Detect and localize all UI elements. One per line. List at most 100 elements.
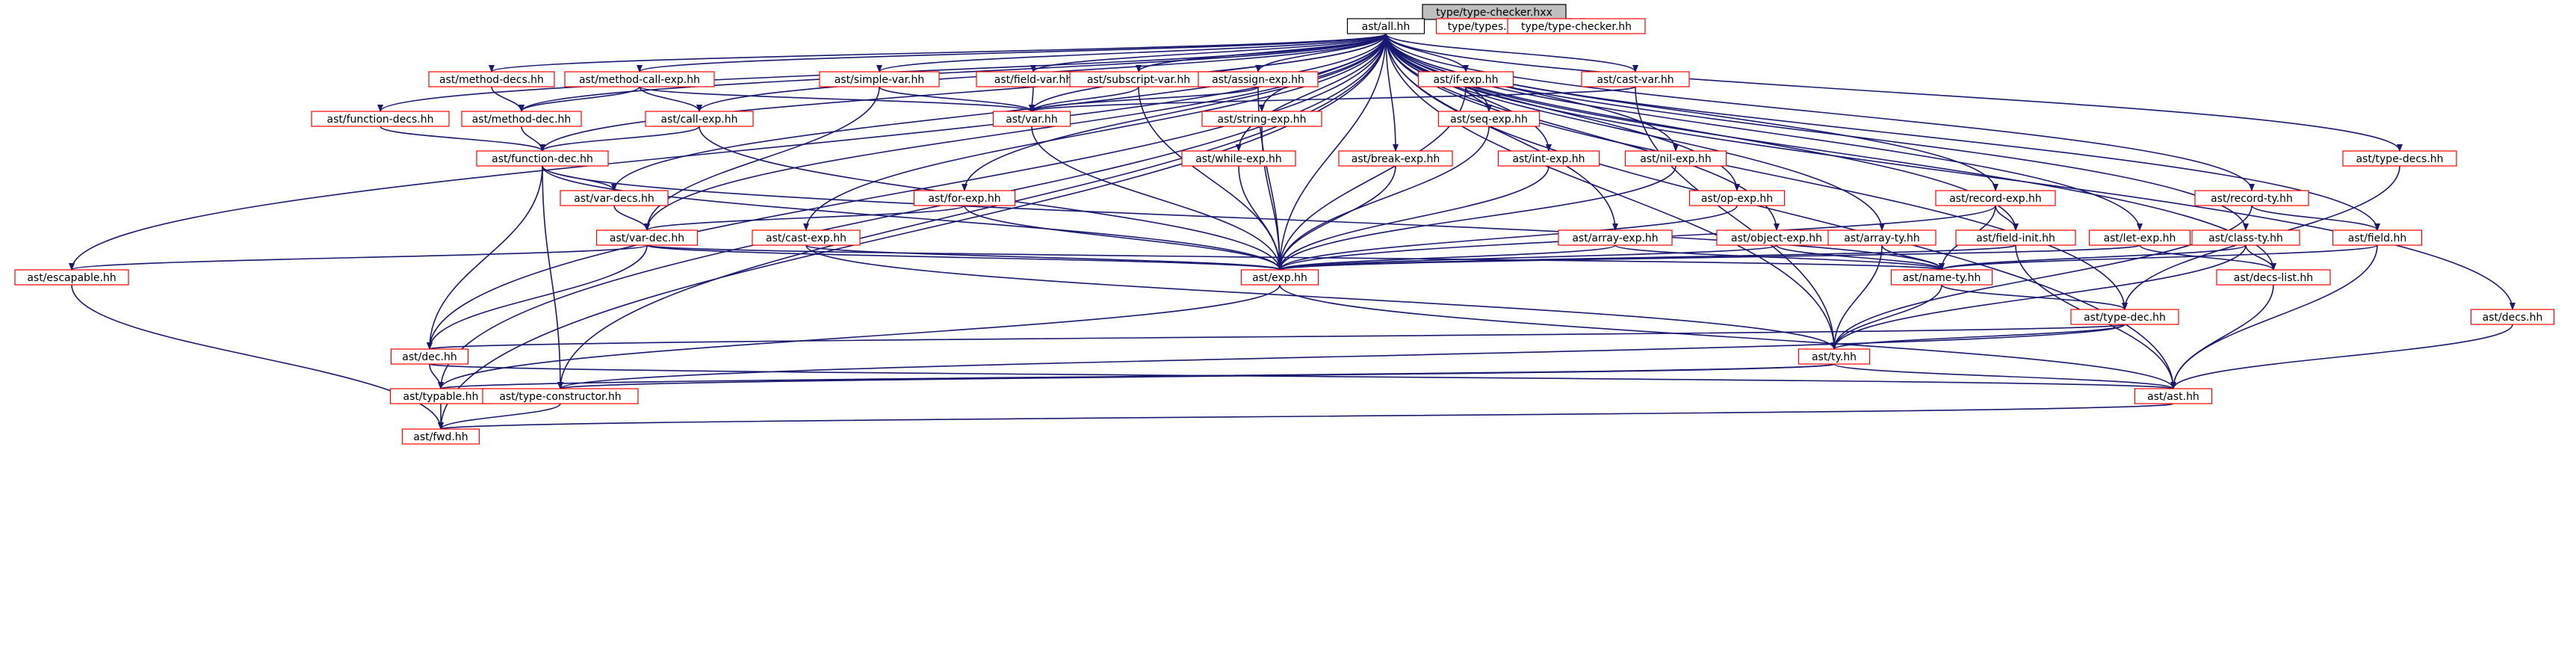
node-box <box>2216 269 2331 286</box>
node-type-constructor[interactable]: ast/type-constructor.hh <box>482 388 639 404</box>
node-type-decs[interactable]: ast/type-decs.hh <box>2342 150 2457 167</box>
edge-call_exp-to-function_dec <box>539 126 700 152</box>
node-var[interactable]: ast/var.hh <box>992 111 1071 127</box>
edge-function_dec-to-dec <box>427 165 543 350</box>
node-decs[interactable]: ast/decs.hh <box>2470 309 2555 325</box>
node-label: ast/op-exp.hh <box>1701 193 1773 205</box>
edge-cast_exp-to-exp <box>805 244 1283 271</box>
node-cast-var[interactable]: ast/cast-var.hh <box>1581 71 1690 87</box>
edge-assign_exp-to-var <box>1029 86 1259 112</box>
node-box <box>1198 71 1319 87</box>
node-box <box>1346 18 1425 34</box>
node-method-call-exp[interactable]: ast/method-call-exp.hh <box>564 71 715 87</box>
node-call-exp[interactable]: ast/call-exp.hh <box>645 111 754 127</box>
edge-class_ty-to-decs_list <box>2245 244 2276 271</box>
node-box <box>482 388 639 404</box>
node-name-ty[interactable]: ast/name-ty.hh <box>1890 269 1993 286</box>
node-field-init[interactable]: ast/field-init.hh <box>1955 229 2076 246</box>
node-label: ast/all.hh <box>1362 21 1411 33</box>
node-op-exp[interactable]: ast/op-exp.hh <box>1688 190 1786 206</box>
node-label: ast/while-exp.hh <box>1195 153 1282 165</box>
edge-decs_list-to-ast <box>2170 284 2274 389</box>
node-box <box>1827 229 1936 246</box>
node-string-exp[interactable]: ast/string-exp.hh <box>1201 111 1322 127</box>
edge-field-to-name_ty <box>1939 244 2378 271</box>
node-label: ast/nil-exp.hh <box>1640 153 1712 165</box>
edge-cast_var-to-var <box>1029 86 1636 112</box>
edge-var_dec-to-exp <box>646 244 1283 271</box>
node-record-ty[interactable]: ast/record-ty.hh <box>2194 190 2309 206</box>
node-let-exp[interactable]: ast/let-exp.hh <box>2088 229 2191 246</box>
node-type-checker-hh[interactable]: type/type-checker.hh <box>1507 18 1646 34</box>
node-typable[interactable]: ast/typable.hh <box>389 388 492 404</box>
node-box <box>1437 111 1541 127</box>
node-box <box>2088 229 2191 246</box>
node-int-exp[interactable]: ast/int-exp.hh <box>1497 150 1600 167</box>
node-array-ty[interactable]: ast/array-ty.hh <box>1827 229 1936 246</box>
node-label: ast/record-ty.hh <box>2211 193 2293 205</box>
edge-ty-to-type_constructor <box>558 363 1835 389</box>
node-label: ast/string-exp.hh <box>1217 114 1306 126</box>
node-if-exp[interactable]: ast/if-exp.hh <box>1417 71 1514 87</box>
node-decs-list[interactable]: ast/decs-list.hh <box>2216 269 2331 286</box>
node-function-decs[interactable]: ast/function-decs.hh <box>311 111 450 127</box>
edge-all-to-type_decs <box>1385 33 2403 152</box>
node-label: ast/subscript-var.hh <box>1087 74 1190 86</box>
node-record-exp[interactable]: ast/record-exp.hh <box>1935 190 2056 206</box>
node-assign-exp[interactable]: ast/assign-exp.hh <box>1198 71 1319 87</box>
node-box <box>1798 348 1871 365</box>
edge-object_exp-to-exp <box>1277 244 1777 271</box>
node-type-dec[interactable]: ast/type-dec.hh <box>2070 309 2179 325</box>
node-ty[interactable]: ast/ty.hh <box>1798 348 1871 365</box>
edge-type_dec-to-type_constructor <box>557 324 2125 389</box>
node-cast-exp[interactable]: ast/cast-exp.hh <box>752 229 861 246</box>
node-label: ast/ast.hh <box>2147 391 2199 403</box>
node-break-exp[interactable]: ast/break-exp.hh <box>1338 150 1453 167</box>
node-function-dec[interactable]: ast/function-dec.hh <box>476 150 609 167</box>
node-escapable[interactable]: ast/escapable.hh <box>14 269 129 286</box>
node-var-dec[interactable]: ast/var-dec.hh <box>595 229 699 246</box>
node-for-exp[interactable]: ast/for-exp.hh <box>913 190 1016 206</box>
edge-subscript_var-to-var <box>1029 86 1139 112</box>
node-box <box>1955 229 2076 246</box>
node-field[interactable]: ast/field.hh <box>2332 229 2423 246</box>
node-box <box>595 229 699 246</box>
node-method-dec[interactable]: ast/method-dec.hh <box>461 111 582 127</box>
node-nil-exp[interactable]: ast/nil-exp.hh <box>1624 150 1727 167</box>
node-method-decs[interactable]: ast/method-decs.hh <box>428 71 555 87</box>
edge-all-to-method_call_exp <box>637 33 1387 73</box>
node-fwd[interactable]: ast/fwd.hh <box>401 428 480 445</box>
edge-array_exp-to-name_ty <box>1614 244 1945 271</box>
node-dec[interactable]: ast/dec.hh <box>390 348 469 365</box>
node-class-ty[interactable]: ast/class-ty.hh <box>2191 229 2300 246</box>
node-label: ast/ty.hh <box>1812 351 1857 363</box>
edge-function_decs-to-function_dec <box>380 126 545 152</box>
edge-method_dec-to-function_dec <box>521 126 545 152</box>
node-exp[interactable]: ast/exp.hh <box>1240 269 1319 286</box>
edge-exp-to-typable <box>438 284 1281 389</box>
edge-function_dec-to-name_ty <box>542 165 1945 271</box>
node-ast[interactable]: ast/ast.hh <box>2134 388 2213 404</box>
edge-field-to-ast <box>2170 244 2378 389</box>
node-box <box>476 150 609 167</box>
node-object-exp[interactable]: ast/object-exp.hh <box>1716 229 1837 246</box>
node-label: ast/int-exp.hh <box>1512 153 1585 165</box>
edge-array_exp-to-exp <box>1277 244 1616 271</box>
node-var-decs[interactable]: ast/var-decs.hh <box>560 190 669 206</box>
node-subscript-var[interactable]: ast/subscript-var.hh <box>1069 71 1208 87</box>
edge-cast_var-to-ty <box>1635 86 1837 350</box>
node-box <box>2470 309 2555 325</box>
node-box <box>1201 111 1322 127</box>
node-while-exp[interactable]: ast/while-exp.hh <box>1181 150 1296 167</box>
node-array-exp[interactable]: ast/array-exp.hh <box>1558 229 1673 246</box>
node-field-var[interactable]: ast/field-var.hh <box>976 71 1091 87</box>
node-label: ast/for-exp.hh <box>928 193 1000 205</box>
node-seq-exp[interactable]: ast/seq-exp.hh <box>1437 111 1541 127</box>
edge-name_ty-to-type_dec <box>1941 284 2128 310</box>
node-box <box>1338 150 1453 167</box>
node-simple-var[interactable]: ast/simple-var.hh <box>819 71 940 87</box>
node-box <box>819 71 940 87</box>
edge-all-to-type_constructor <box>557 33 1387 389</box>
node-label: ast/decs.hh <box>2483 312 2543 324</box>
